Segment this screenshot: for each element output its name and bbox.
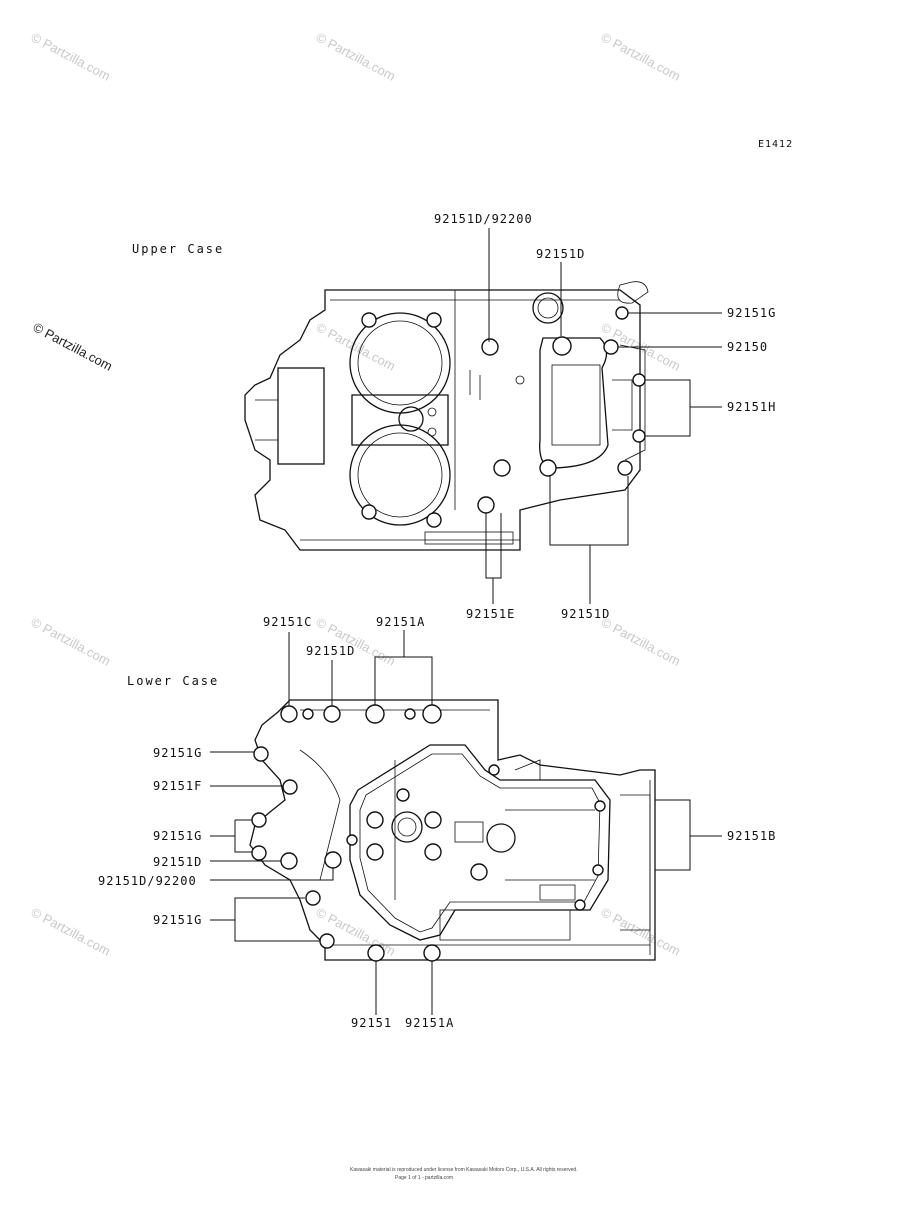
upper-case-drawing (244, 281, 649, 551)
upper-case-callouts: 92151D/92200 92151D 92151G 92150 92151H … (434, 212, 776, 621)
watermark: © Partzilla.com (29, 614, 113, 668)
upper-case-title: Upper Case (132, 242, 224, 256)
upper-case-leader-lines (485, 228, 722, 604)
callout-92151: 92151 (351, 1016, 392, 1030)
footer-page: Page 1 of 1 - partzilla.com (395, 1175, 453, 1181)
callout-92151a: 92151A (376, 615, 425, 629)
watermark: © Partzilla.com (29, 29, 113, 83)
callout-92151g: 92151G (153, 913, 202, 927)
lower-case-drawing (249, 699, 656, 961)
callout-92151g: 92151G (153, 829, 202, 843)
watermark: © Partzilla.com (599, 904, 683, 958)
lower-case-leader-lines (210, 630, 722, 1015)
watermark: © Partzilla.com (599, 614, 683, 668)
diagram-code: E1412 (758, 139, 793, 150)
callout-92151g: 92151G (727, 306, 776, 320)
callout-92150: 92150 (727, 340, 768, 354)
callout-92151d: 92151D (536, 247, 585, 261)
callout-92151h: 92151H (727, 400, 776, 414)
watermarks: © Partzilla.com © Partzilla.com © Partzi… (29, 29, 683, 958)
lower-case-callouts: 92151C 92151A 92151D 92151G 92151F 92151… (98, 615, 776, 1030)
callout-92151d-92200: 92151D/92200 (434, 212, 533, 226)
callout-92151d-92200: 92151D/92200 (98, 874, 197, 888)
watermark: © Partzilla.com (314, 29, 398, 83)
lower-case-title: Lower Case (127, 674, 219, 688)
callout-92151e: 92151E (466, 607, 515, 621)
watermark: © Partzilla.com (599, 29, 683, 83)
watermark: © Partzilla.com (314, 904, 398, 958)
callout-92151d: 92151D (306, 644, 355, 658)
watermark: © Partzilla.com (29, 904, 113, 958)
callout-92151c: 92151C (263, 615, 312, 629)
callout-92151a-bottom: 92151A (405, 1016, 454, 1030)
callout-92151b: 92151B (727, 829, 776, 843)
callout-92151d-bottom: 92151D (561, 607, 610, 621)
callout-92151d: 92151D (153, 855, 202, 869)
callout-92151g: 92151G (153, 746, 202, 760)
callout-92151f: 92151F (153, 779, 202, 793)
footer-copyright: Kawasaki material is reproduced under li… (350, 1167, 578, 1173)
lower-case-bolts (251, 704, 606, 962)
watermark: © Partzilla.com (314, 319, 398, 373)
watermark: © Partzilla.com (31, 319, 115, 373)
